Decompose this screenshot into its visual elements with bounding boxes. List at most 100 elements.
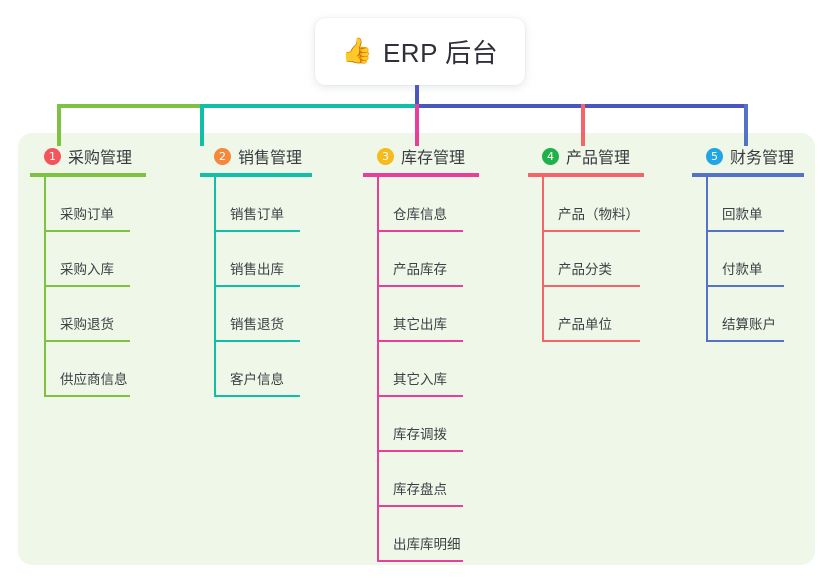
leaf-node[interactable]: 库存调拨 [363,397,479,452]
column-title: 库存管理 [401,150,466,167]
column-1: 1 采购管理采购订单采购入库采购退货供应商信息 [30,145,146,397]
column-badge: 2 [214,147,231,165]
leaf-node[interactable]: 产品（物料） [528,177,644,232]
leaf-node-rule [377,340,463,342]
leaf-node-rule [214,285,300,287]
leaf-node[interactable]: 产品库存 [363,232,479,287]
leaf-node[interactable]: 产品分类 [528,232,644,287]
column-title: 销售管理 [238,150,303,167]
column-items: 采购订单采购入库采购退货供应商信息 [30,177,146,397]
column-badge: 4 [542,147,559,165]
column-title: 财务管理 [730,150,795,167]
column-items: 仓库信息产品库存其它出库其它入库库存调拨库存盘点出库库明细 [363,177,479,562]
leaf-node-label: 其它入库 [393,372,447,387]
leaf-node[interactable]: 仓库信息 [363,177,479,232]
leaf-node-label: 供应商信息 [60,372,128,387]
column-items: 回款单付款单结算账户 [692,177,804,342]
leaf-node-rule [44,285,130,287]
leaf-node[interactable]: 其它出库 [363,287,479,342]
leaf-node[interactable]: 客户信息 [200,342,312,397]
leaf-node-rule [44,340,130,342]
leaf-node[interactable]: 供应商信息 [30,342,146,397]
column-spine [214,177,216,397]
leaf-node-rule [706,340,784,342]
leaf-node-label: 库存调拨 [393,427,447,442]
leaf-node[interactable]: 出库库明细 [363,507,479,562]
connector-bar-teal [200,104,415,108]
column-spine [377,177,379,562]
leaf-node-rule [377,505,463,507]
leaf-node-label: 客户信息 [230,372,284,387]
leaf-node-rule [44,230,130,232]
root-node[interactable]: 👍 ERP 后台 [315,18,525,85]
leaf-node-rule [377,450,463,452]
column-badge: 3 [377,147,394,165]
leaf-node-label: 销售退货 [230,317,284,332]
column-items: 销售订单销售出库销售退货客户信息 [200,177,312,397]
column-header-rule [528,173,644,177]
column-3: 3 库存管理仓库信息产品库存其它出库其它入库库存调拨库存盘点出库库明细 [363,145,479,562]
leaf-node-label: 采购入库 [60,262,114,277]
column-header-2[interactable]: 2 销售管理 [200,145,312,167]
leaf-node-label: 采购退货 [60,317,114,332]
leaf-node-rule [377,285,463,287]
leaf-node-label: 产品单位 [558,317,612,332]
column-badge: 1 [44,147,61,165]
leaf-node-rule [377,230,463,232]
thumbs-up-icon: 👍 [341,37,373,65]
leaf-node-rule [377,395,463,397]
column-2: 2 销售管理销售订单销售出库销售退货客户信息 [200,145,312,397]
drop-stem-1 [57,104,61,146]
column-items: 产品（物料） 产品分类产品单位 [528,177,644,342]
leaf-node-rule [214,230,300,232]
leaf-node-label: 出库库明细 [393,537,461,552]
leaf-node[interactable]: 销售退货 [200,287,312,342]
leaf-node-rule [542,340,640,342]
leaf-node-rule [706,230,784,232]
leaf-node-label: 其它出库 [393,317,447,332]
leaf-node-label: 付款单 [722,262,763,277]
leaf-node[interactable]: 库存盘点 [363,452,479,507]
leaf-node-rule [706,285,784,287]
leaf-node[interactable]: 销售出库 [200,232,312,287]
column-header-3[interactable]: 3 库存管理 [363,145,479,167]
leaf-node-rule [542,230,640,232]
leaf-node[interactable]: 采购订单 [30,177,146,232]
drop-stem-5 [744,104,748,146]
leaf-node-rule [214,395,300,397]
column-header-rule [30,173,146,177]
leaf-node[interactable]: 采购退货 [30,287,146,342]
column-spine [44,177,46,397]
leaf-node-label: 库存盘点 [393,482,447,497]
column-spine [542,177,544,342]
leaf-node-label: 回款单 [722,207,763,222]
leaf-node[interactable]: 采购入库 [30,232,146,287]
column-title: 采购管理 [68,150,133,167]
leaf-node[interactable]: 结算账户 [692,287,804,342]
leaf-node-rule [377,560,463,562]
leaf-node-label: 产品库存 [393,262,447,277]
root-title: ERP 后台 [382,38,499,68]
column-header-rule [692,173,804,177]
leaf-node-rule [214,340,300,342]
leaf-node-rule [542,285,640,287]
leaf-node[interactable]: 付款单 [692,232,804,287]
column-header-rule [363,173,479,177]
leaf-node-label: 采购订单 [60,207,114,222]
leaf-node-label: 结算账户 [722,317,776,332]
leaf-node-label: 产品（物料） [558,207,639,222]
trunk-stem [415,85,419,106]
column-header-1[interactable]: 1 采购管理 [30,145,146,167]
leaf-node[interactable]: 产品单位 [528,287,644,342]
leaf-node[interactable]: 销售订单 [200,177,312,232]
leaf-node-label: 产品分类 [558,262,612,277]
column-header-rule [200,173,312,177]
drop-stem-2 [200,104,204,146]
diagram-panel [18,133,815,565]
leaf-node[interactable]: 其它入库 [363,342,479,397]
leaf-node[interactable]: 回款单 [692,177,804,232]
